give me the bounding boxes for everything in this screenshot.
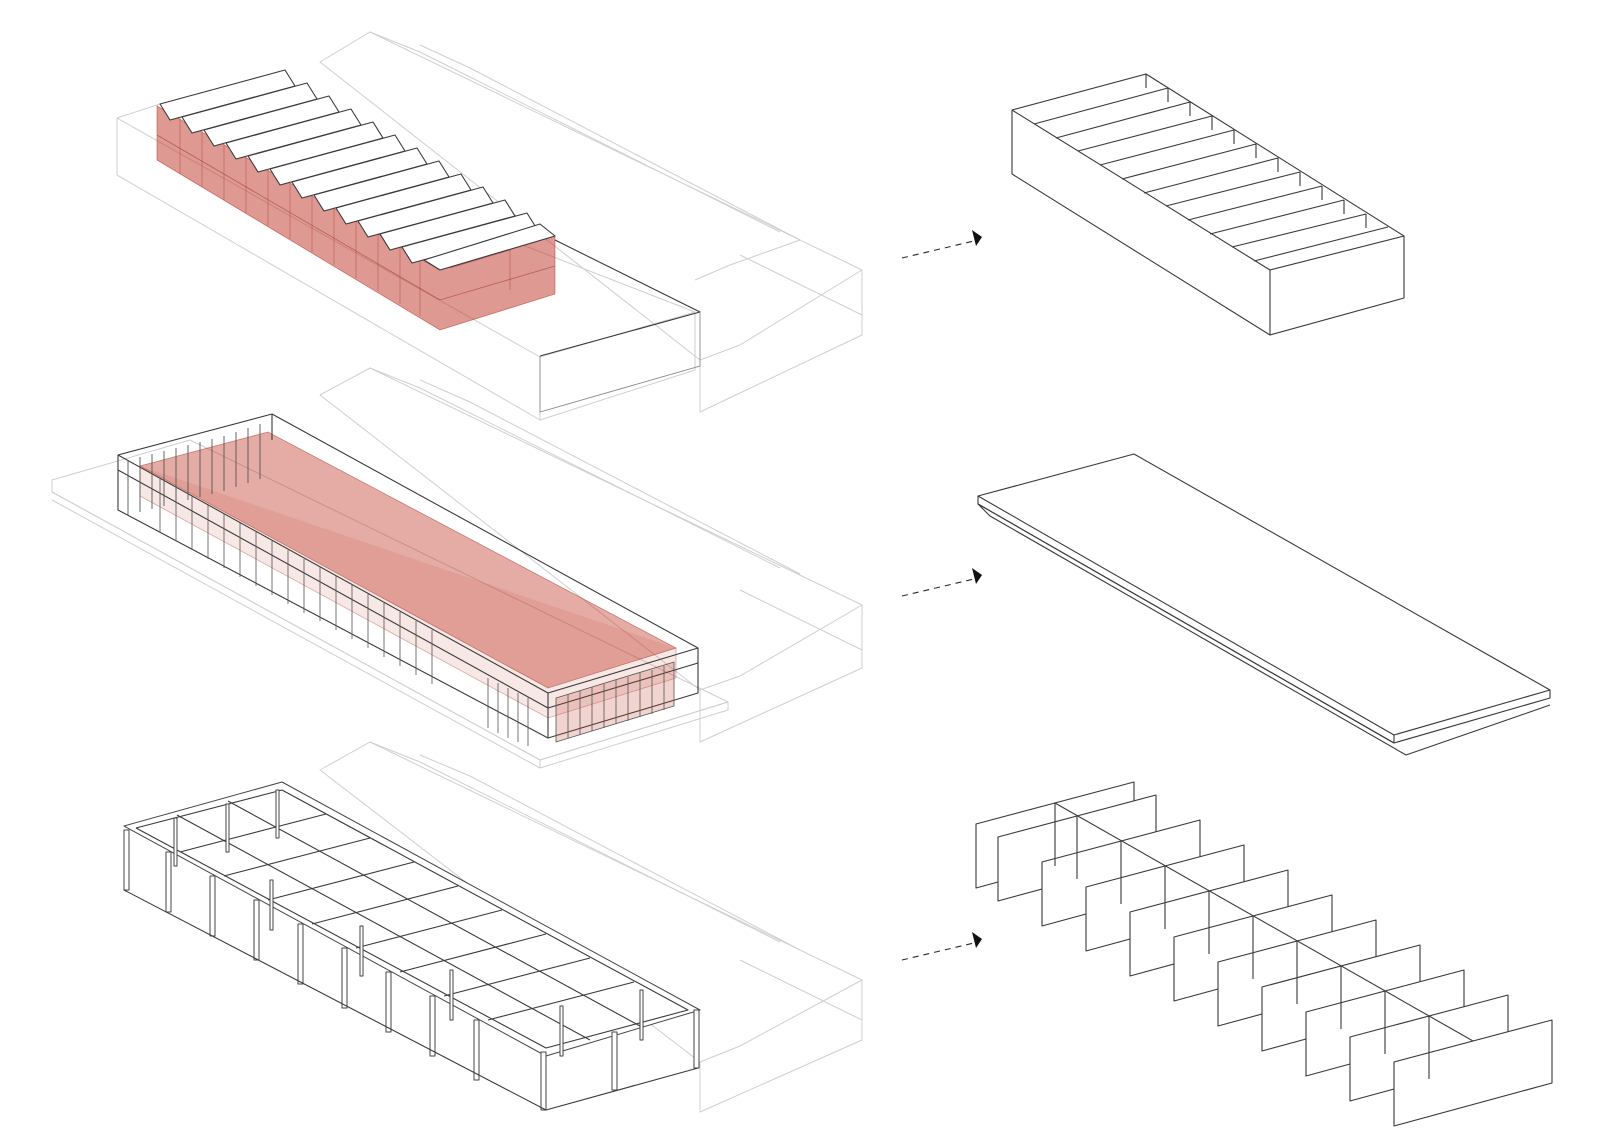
highlighted-floor-slab [138, 431, 678, 719]
floor-row [51, 367, 863, 769]
sawtooth-roof-teeth [159, 69, 556, 271]
extracted-floor-component [977, 453, 1551, 756]
arrow-roof [901, 230, 982, 259]
existing-roof-slab [539, 239, 701, 413]
context-buildings-structure [319, 741, 863, 1113]
floor-frame [117, 413, 699, 746]
end-glazing [555, 661, 675, 743]
extracted-roof-component [1011, 73, 1405, 336]
extracted-portal-frames [975, 781, 1553, 1127]
structure-row [123, 741, 863, 1113]
arrow-floor [901, 568, 982, 597]
context-buildings-floor [319, 367, 863, 743]
roof-row [116, 31, 863, 421]
floor-plates [51, 439, 729, 769]
arrow-structure [901, 932, 982, 961]
frame-structure [123, 781, 701, 1111]
